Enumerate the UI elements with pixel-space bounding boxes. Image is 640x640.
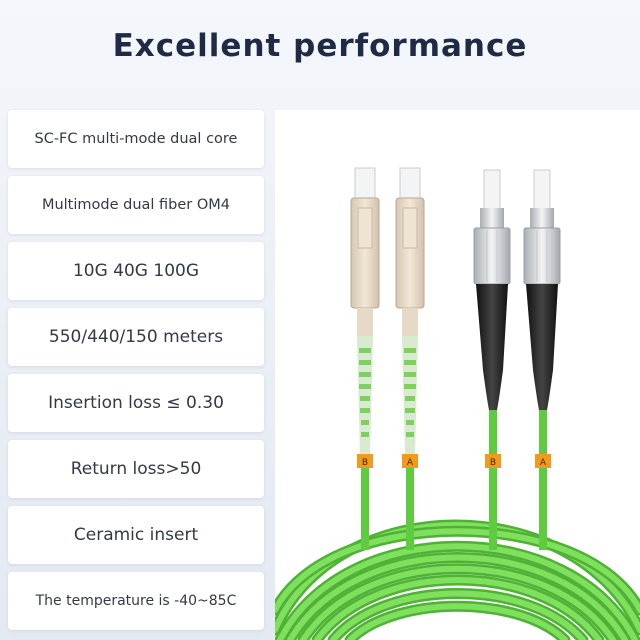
feature-card-fiber-type: Multimode dual fiber OM4 [8,176,264,234]
page-title: Excellent performance [112,28,528,64]
label-tag-a-fc [535,454,551,468]
label-text-a-sc: A [407,458,414,468]
cable-coil [275,519,640,640]
sc-connector-b [350,167,380,455]
connector-labels: B A B A [357,454,551,468]
label-text-a-fc: A [540,458,547,468]
feature-card-return-loss: Return loss>50 [8,440,264,498]
sc-connector-a [395,167,425,455]
label-tag-b-fc [485,454,501,468]
fiber-patch-cable-image: B A B A [275,167,640,640]
feature-card-temperature: The temperature is -40~85C [8,572,264,630]
label-text-b-sc: B [362,458,368,468]
feature-card-ceramic-insert: Ceramic insert [8,506,264,564]
label-tag-a-sc [402,454,418,468]
feature-card-insertion-loss: Insertion loss ≤ 0.30 [8,374,264,432]
label-tag-b-sc [357,454,373,468]
feature-card-distance: 550/440/150 meters [8,308,264,366]
label-text-b-fc: B [490,458,496,468]
feature-card-connector-type: SC-FC multi-mode dual core [8,110,264,168]
cable-leads [361,400,547,550]
feature-card-speeds: 10G 40G 100G [8,242,264,300]
product-photo: B A B A [275,110,640,640]
fc-connector-a [523,169,561,410]
fc-connector-b [473,169,511,410]
